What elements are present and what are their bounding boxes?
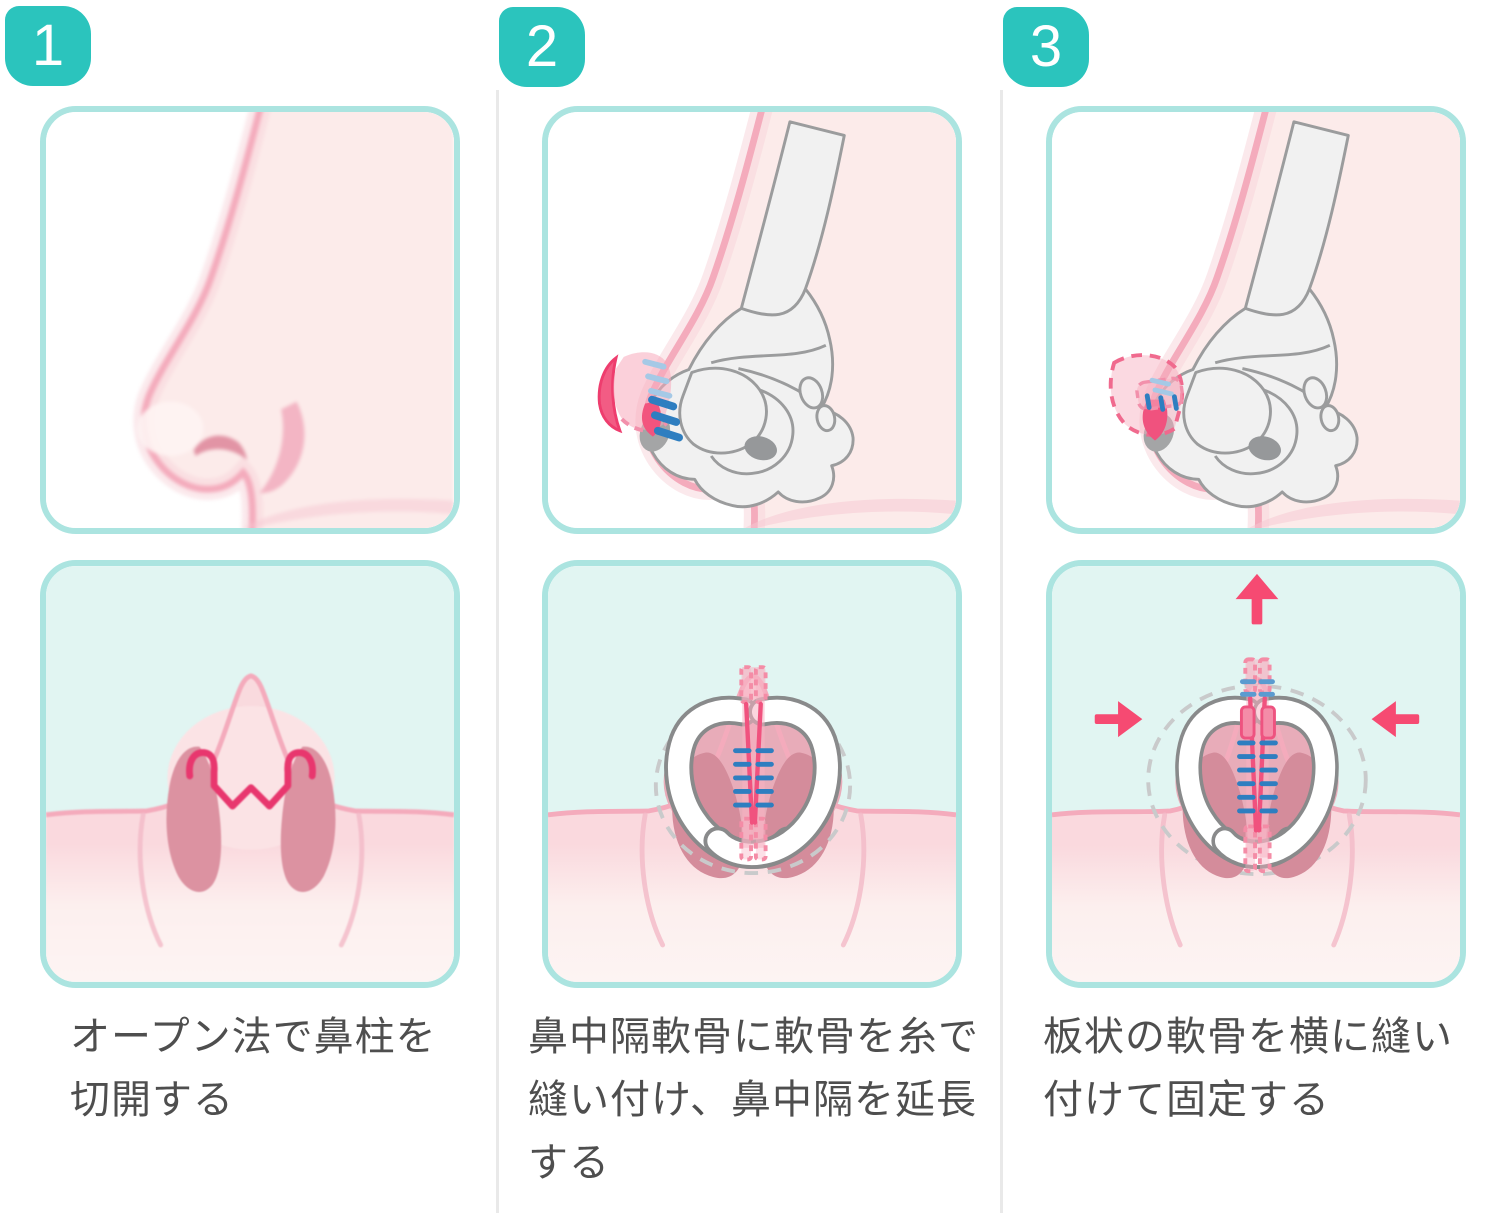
- step-number: 1: [31, 13, 65, 78]
- column-divider: [1000, 90, 1003, 1213]
- plate-cartilage-graft-side: [1108, 353, 1185, 441]
- arrow-up-icon: [1235, 573, 1279, 625]
- nasal-cartilage-anatomy: [1143, 120, 1359, 509]
- step-3-number-badge: 3: [1003, 7, 1089, 87]
- nose-side-plate-cartilage-illustration: [1052, 112, 1460, 528]
- step-1-base-view-panel: [40, 560, 460, 988]
- plate-cartilage-rects: [1239, 705, 1276, 740]
- nose-base-graft-fixed-illustration: [1052, 566, 1460, 982]
- nasal-cartilage-anatomy: [639, 120, 855, 509]
- step-1-number-badge: 1: [5, 6, 91, 86]
- step-3-base-view-panel: [1046, 560, 1466, 988]
- step-1-side-view-panel: [40, 106, 460, 534]
- step-2-number-badge: 2: [499, 7, 585, 87]
- stitches-dark-blue: [1144, 393, 1179, 412]
- step-number: 3: [1029, 14, 1063, 79]
- step-3-caption: 板状の軟骨を横に縫い 付けて固定する: [1043, 1015, 1453, 1122]
- arrow-left-icon: [1371, 701, 1420, 738]
- previous-position-dashed-outline: [653, 696, 853, 876]
- step-2-base-view-panel: [542, 560, 962, 988]
- stitches-dark-blue: [733, 748, 774, 808]
- step-3-side-view-panel: [1046, 106, 1466, 534]
- step-2-caption: 鼻中隔軟骨に軟骨を糸で 縫い付け、鼻中隔を延長 する: [528, 1015, 979, 1185]
- step-number: 2: [525, 14, 559, 79]
- nose-base-septal-extension-illustration: [548, 566, 956, 982]
- stitches-dark-blue: [648, 395, 684, 442]
- arrow-right-icon: [1094, 701, 1143, 738]
- stitches-light-blue: [1149, 377, 1174, 397]
- nose-side-cartilage-graft-illustration: [548, 112, 956, 528]
- column-divider: [496, 90, 499, 1213]
- direction-arrows: [1094, 573, 1420, 738]
- nose-base-incision-illustration: [46, 566, 454, 982]
- septal-extension-graft-side: [597, 352, 684, 442]
- nose-side-profile-illustration: [46, 112, 454, 528]
- stitches-light-blue: [1239, 679, 1275, 697]
- step-2-side-view-panel: [542, 106, 962, 534]
- step-1-caption: オープン法で鼻柱を 切開する: [70, 1015, 437, 1122]
- stitches-dark-blue: [1237, 740, 1278, 814]
- septal-extension-graft-strip: [1237, 657, 1278, 874]
- septal-extension-graft-strip: [733, 665, 774, 862]
- columella-incision-line: [186, 749, 316, 810]
- stitches-light-blue: [642, 358, 673, 399]
